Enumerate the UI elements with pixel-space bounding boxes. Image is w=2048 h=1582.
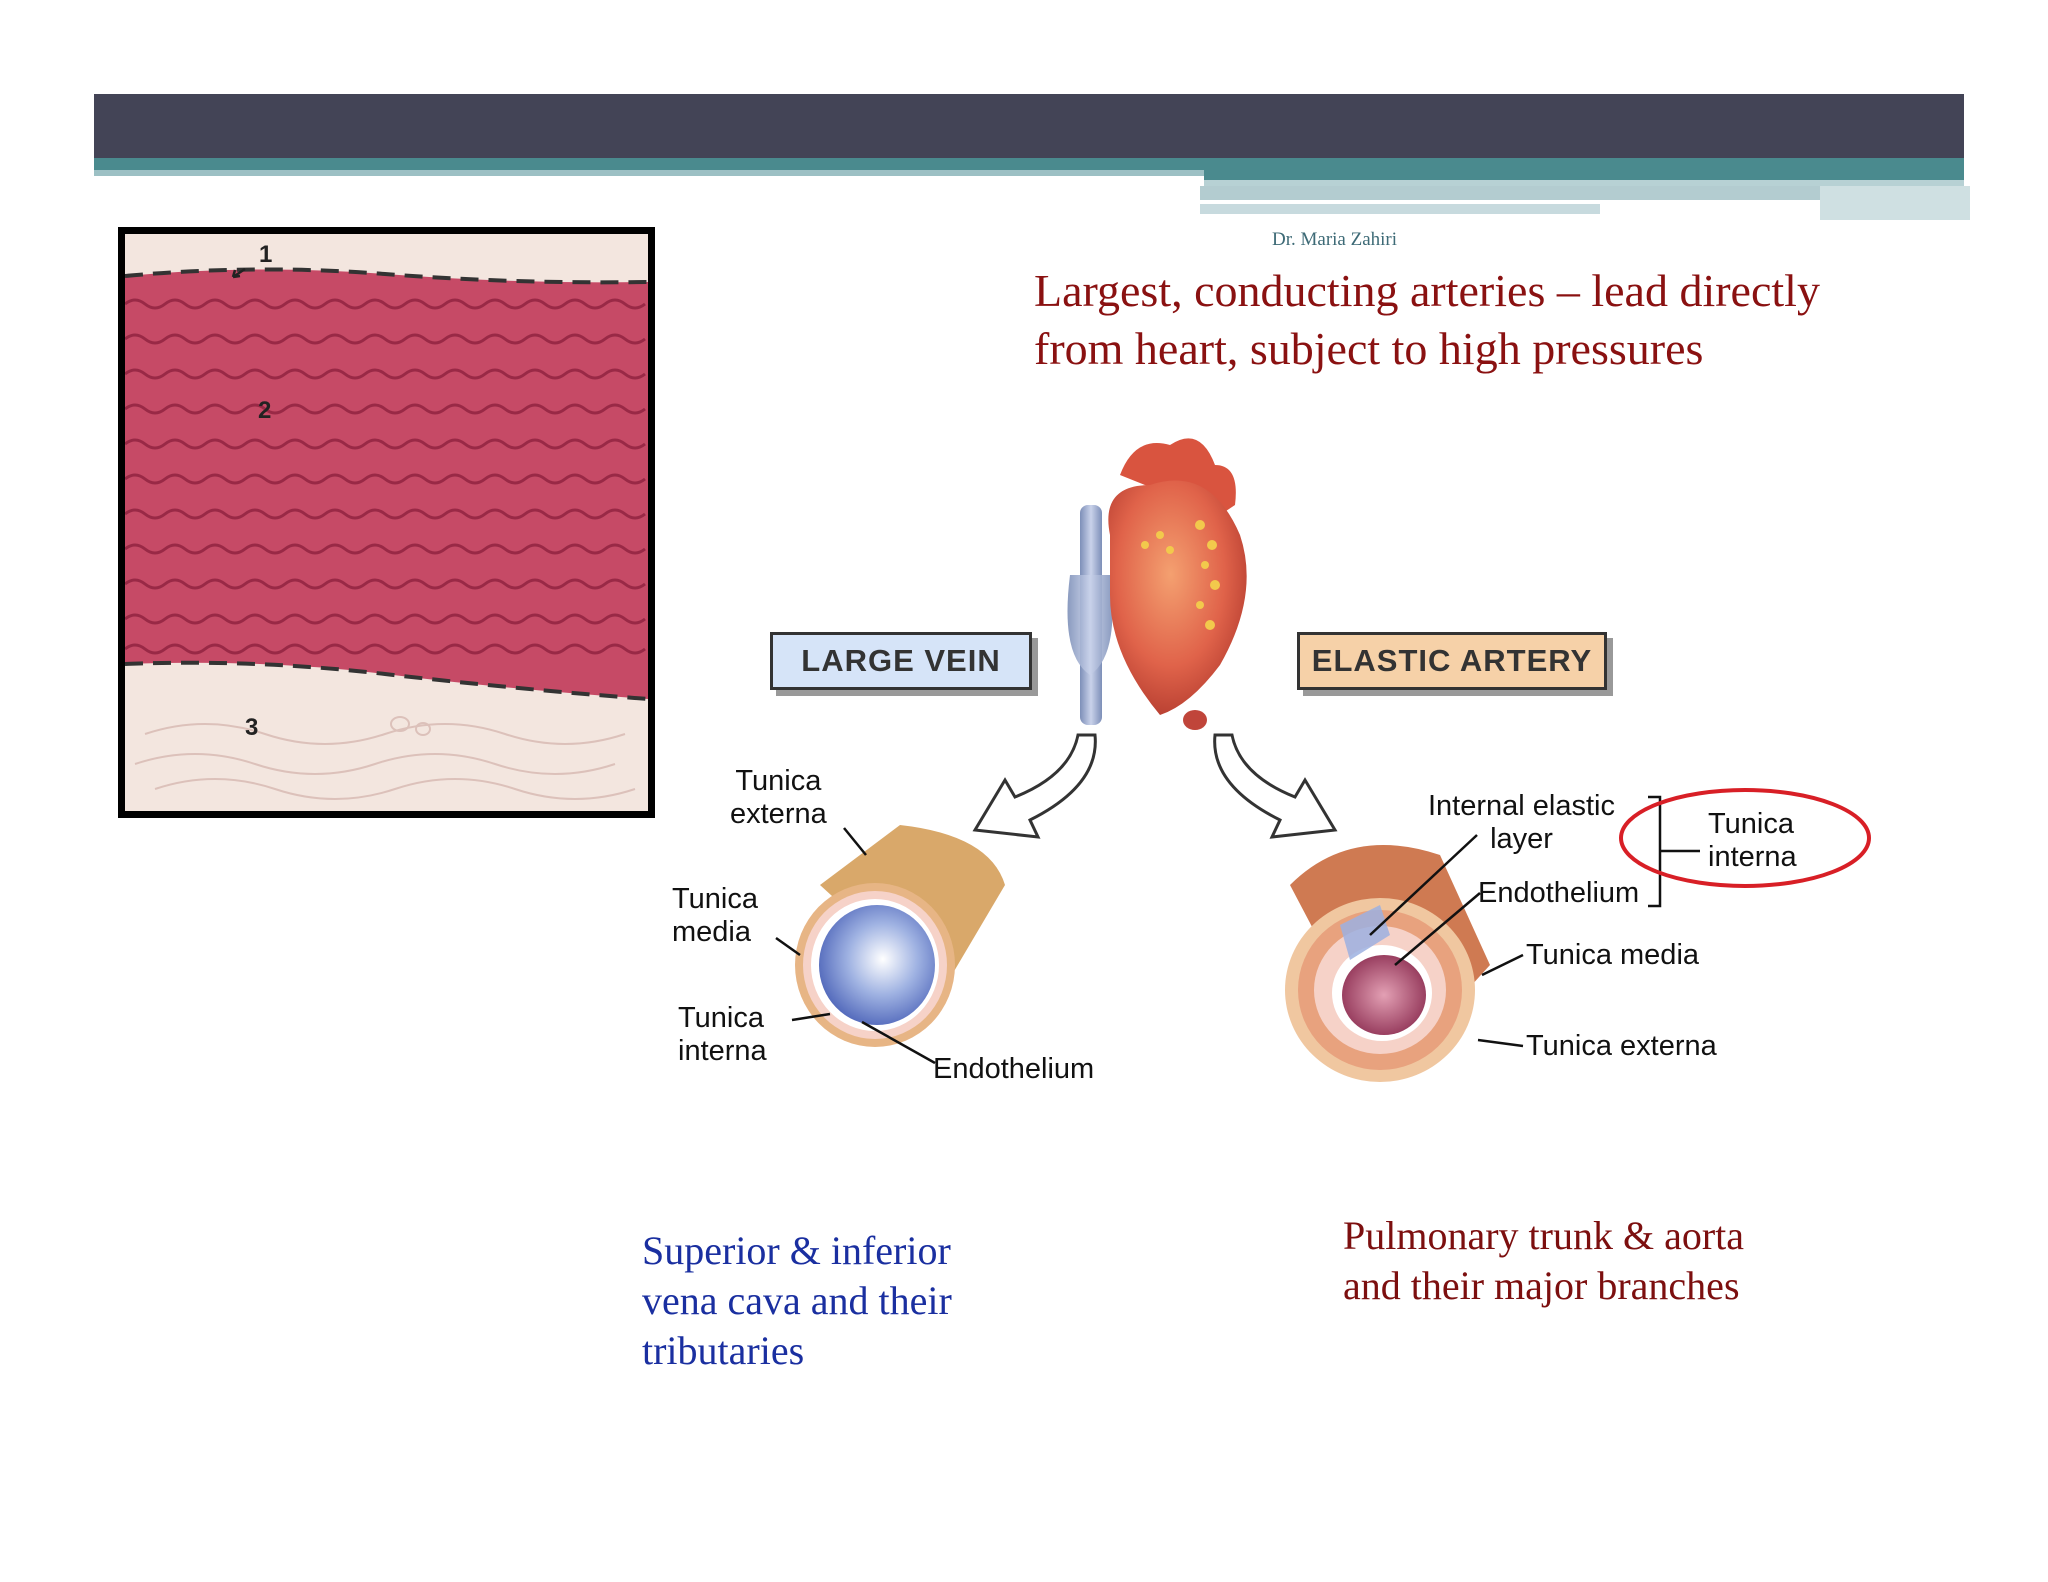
caption-line: Superior & inferior (642, 1228, 951, 1273)
artery-label-internal-elastic-layer: Internal elastic layer (1428, 790, 1615, 855)
arrow-to-artery (1213, 733, 1338, 839)
leader-line (1394, 892, 1481, 966)
title-line: Largest, conducting arteries – lead dire… (1034, 265, 1820, 316)
caption-line: Pulmonary trunk & aorta (1343, 1213, 1745, 1258)
layer-label-3: 3 (245, 714, 258, 741)
heart-illustration (1067, 438, 1247, 730)
header-sub-stripe (1200, 186, 1970, 220)
artery-label-tunica-interna: Tunica interna (1708, 808, 1797, 873)
tunica-interna-highlight (1619, 788, 1871, 888)
leader-line (775, 936, 801, 957)
vein-cross-section (795, 825, 1005, 1047)
leader-line (861, 1020, 936, 1065)
leader-line (791, 1012, 831, 1022)
vein-label-endothelium: Endothelium (933, 1053, 1095, 1085)
tunica-interna-bracket (1648, 795, 1662, 908)
title-line: from heart, subject to high pressures (1034, 323, 1704, 374)
header-bar (94, 94, 1964, 158)
vein-caption: Superior & inferior vena cava and their … (642, 1226, 1062, 1376)
caption-line: vena cava and their (642, 1278, 952, 1323)
vein-label-tunica-interna: Tunica interna (678, 1002, 767, 1067)
caption-line: and their major branches (1343, 1263, 1740, 1308)
header-stripe (94, 158, 1964, 186)
artery-label-endothelium: Endothelium (1478, 877, 1640, 909)
micrograph-image: 1 2 3 (125, 234, 648, 811)
vein-label-tunica-media: Tunica media (672, 883, 758, 948)
leader-line (1481, 953, 1524, 977)
leader-line (1369, 834, 1478, 936)
large-vein-badge: LARGE VEIN (770, 632, 1032, 690)
artery-label-tunica-externa: Tunica externa (1526, 1030, 1717, 1062)
vein-label-tunica-externa: Tunica externa (730, 765, 827, 830)
elastic-artery-badge: ELASTIC ARTERY (1297, 632, 1607, 690)
direction-arrows (972, 733, 1338, 839)
author-credit: Dr. Maria Zahiri (1272, 229, 1398, 250)
arrow-to-vein (972, 733, 1097, 839)
leader-line (843, 827, 867, 856)
leader-line (1477, 1038, 1524, 1048)
layer-label-1: 1 (259, 241, 272, 268)
histology-micrograph: 1 2 3 (118, 227, 655, 818)
artery-cross-section (1285, 845, 1490, 1082)
caption-line: tributaries (642, 1328, 805, 1373)
artery-caption: Pulmonary trunk & aorta and their major … (1343, 1211, 1903, 1311)
slide-title: Largest, conducting arteries – lead dire… (1034, 262, 1994, 378)
layer-label-2: 2 (258, 397, 271, 424)
artery-label-tunica-media: Tunica media (1526, 939, 1700, 971)
